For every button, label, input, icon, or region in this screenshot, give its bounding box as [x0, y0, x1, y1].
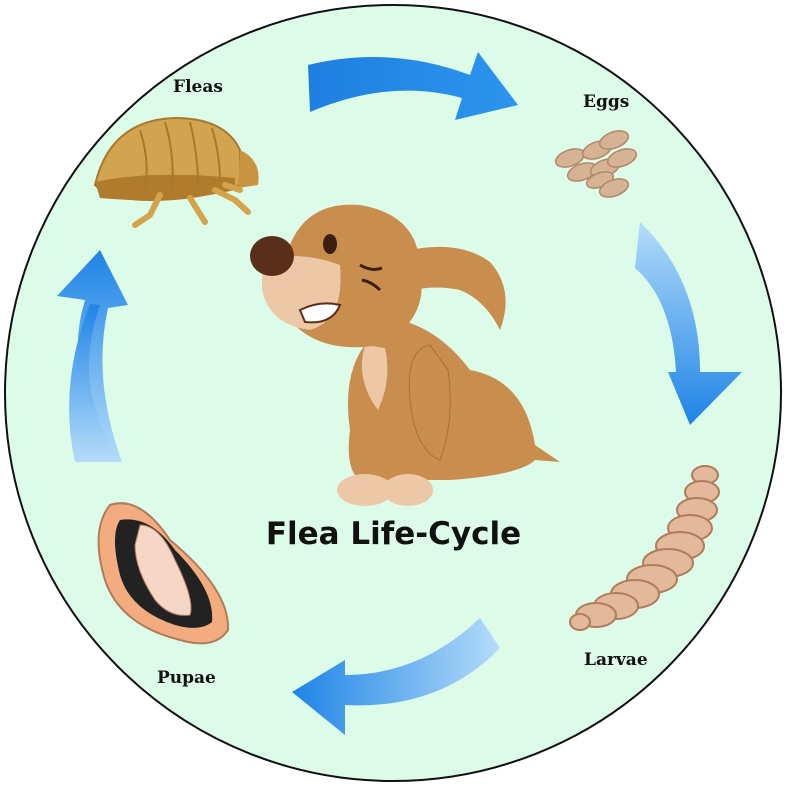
larva-illustration	[569, 465, 720, 631]
stage-label-fleas: Fleas	[173, 77, 223, 97]
diagram-title: Flea Life-Cycle	[265, 516, 522, 552]
flea-illustration	[93, 116, 259, 228]
stage-label-pupae: Pupae	[157, 668, 216, 688]
stage-label-larvae: Larvae	[584, 650, 648, 670]
arrow-pupae-to-fleas	[57, 250, 128, 462]
stage-label-eggs: Eggs	[583, 92, 630, 112]
arrow-larvae-to-pupae	[292, 618, 500, 735]
dog-illustration	[250, 204, 560, 506]
pupa-illustration	[97, 502, 230, 645]
arrow-fleas-to-eggs	[308, 52, 518, 120]
arrow-eggs-to-larvae	[635, 222, 742, 425]
eggs-illustration	[554, 130, 638, 198]
